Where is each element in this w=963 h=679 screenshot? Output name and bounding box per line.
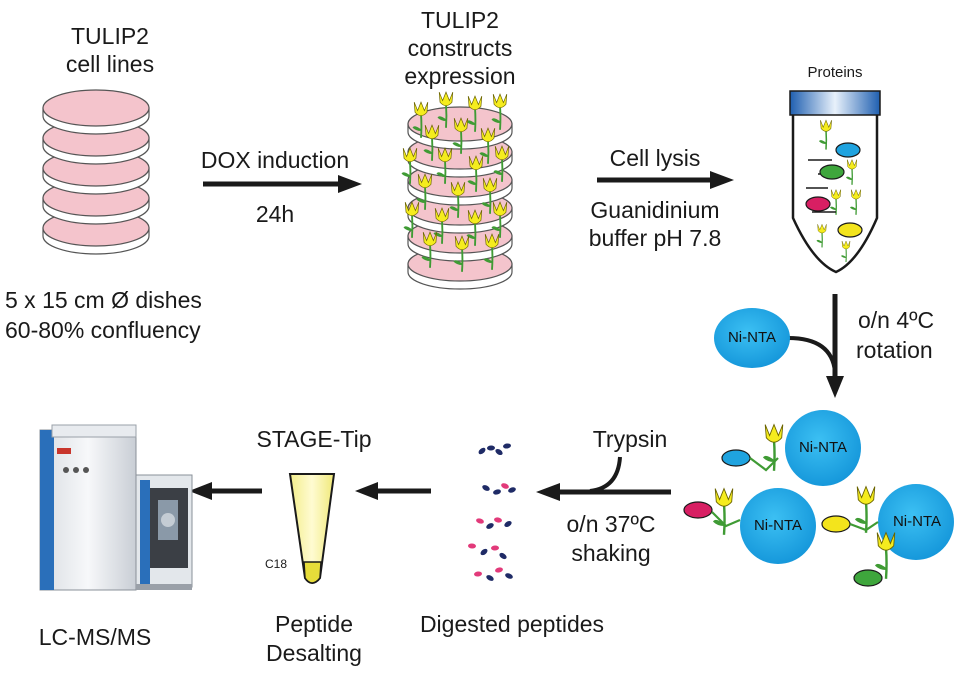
arrow-cell-lysis [597,171,734,189]
label-expression-2: constructs [390,34,530,62]
tulip-leaf [713,520,724,526]
peptide-fragment [468,543,476,549]
label-peptide: Peptide [244,610,384,638]
dish-stack-cell-lines [43,90,149,254]
arrow-to-stagetip [355,482,431,500]
tulip-leaf [875,564,886,570]
peptide-fragment [481,484,490,492]
tulip-flower [857,487,875,505]
tulip-stem [724,504,725,535]
peptide-fragment [500,482,509,490]
label-bead-3: Ni-NTA [877,513,957,531]
protein-yellow [838,223,862,237]
digested-peptide-fragments [468,443,517,582]
peptide-fragment [503,443,512,449]
label-expression-1: TULIP2 [390,6,530,34]
label-buffer-2: buffer pH 7.8 [570,224,740,252]
protein-tube [790,91,880,272]
tulip-flower [468,96,482,110]
peptide-fragment [485,574,494,582]
tulip-leaf [404,226,413,231]
peptide-fragment [494,517,503,523]
tulip-construct [713,489,733,535]
protein-blue [722,450,750,466]
protein-magenta [806,197,830,211]
label-confluency: 60-80% confluency [5,316,201,344]
label-trypsin: Trypsin [580,425,680,453]
peptide-fragment [491,545,499,550]
lc-ms-instrument [40,425,192,590]
arrow-binding [788,294,844,398]
peptide-fragment [503,520,512,529]
peptide-fragment [487,445,495,450]
stage-tip [290,474,334,583]
protein-magenta [684,502,712,518]
tulip-stem [774,440,775,471]
label-lc-ms: LC-MS/MS [20,623,170,651]
protein-yellow [822,516,850,532]
label-digestion-shaking: shaking [548,539,674,567]
peptide-fragment [504,572,513,580]
protein-blue [836,143,860,157]
peptide-fragment [495,567,504,574]
label-bead-2: Ni-NTA [735,517,821,535]
peptide-fragment [474,571,483,577]
arrow-to-lcms [189,482,262,500]
label-digested-peptides: Digested peptides [392,610,632,638]
label-desalting: Desalting [244,639,384,667]
tulip-flower [715,489,733,507]
peptide-fragment [494,448,503,457]
label-buffer-1: Guanidinium [570,196,740,224]
dish [43,90,149,126]
peptide-fragment [477,447,486,456]
label-proteins: Proteins [790,64,880,82]
label-dox-induction: DOX induction [190,146,360,174]
label-cell-lysis: Cell lysis [570,144,740,172]
protein-green [820,165,844,179]
peptide-fragment [475,517,484,524]
label-bead-1: Ni-NTA [780,439,866,457]
tulip-flower [493,94,507,108]
tulip-stem [886,548,887,579]
peptide-fragment [498,552,507,561]
label-bead-binding: Ni-NTA [714,329,790,347]
label-digestion-temp: o/n 37ºC [548,510,674,538]
label-cell-lines-title-1: TULIP2 [40,22,180,50]
peptide-fragment [485,522,494,530]
arrow-trypsin [536,457,671,501]
peptide-fragment [479,548,488,557]
label-binding-rotation: rotation [856,336,933,364]
dish-stack-expression [408,107,512,289]
tulip-flower [439,92,453,106]
tulip-leaf [763,456,774,462]
tulip-leaf [855,518,866,524]
label-cell-lines-title-2: cell lines [40,50,180,78]
label-stage-tip: STAGE-Tip [244,425,384,453]
tulip-flower [414,102,428,116]
label-expression-3: expression [390,62,530,90]
label-induction-time: 24h [190,200,360,228]
arrow-dox-induction [203,175,362,193]
label-c18: C18 [256,557,296,571]
label-dish-count: 5 x 15 cm Ø dishes [5,286,202,314]
protein-green [854,570,882,586]
tulip-leaf [402,172,411,177]
peptide-fragment [492,489,501,496]
ni-nta-beads-captured [684,410,954,586]
label-binding-temp: o/n 4ºC [858,306,934,334]
peptide-fragment [507,486,516,494]
tulip-stem [866,502,867,533]
